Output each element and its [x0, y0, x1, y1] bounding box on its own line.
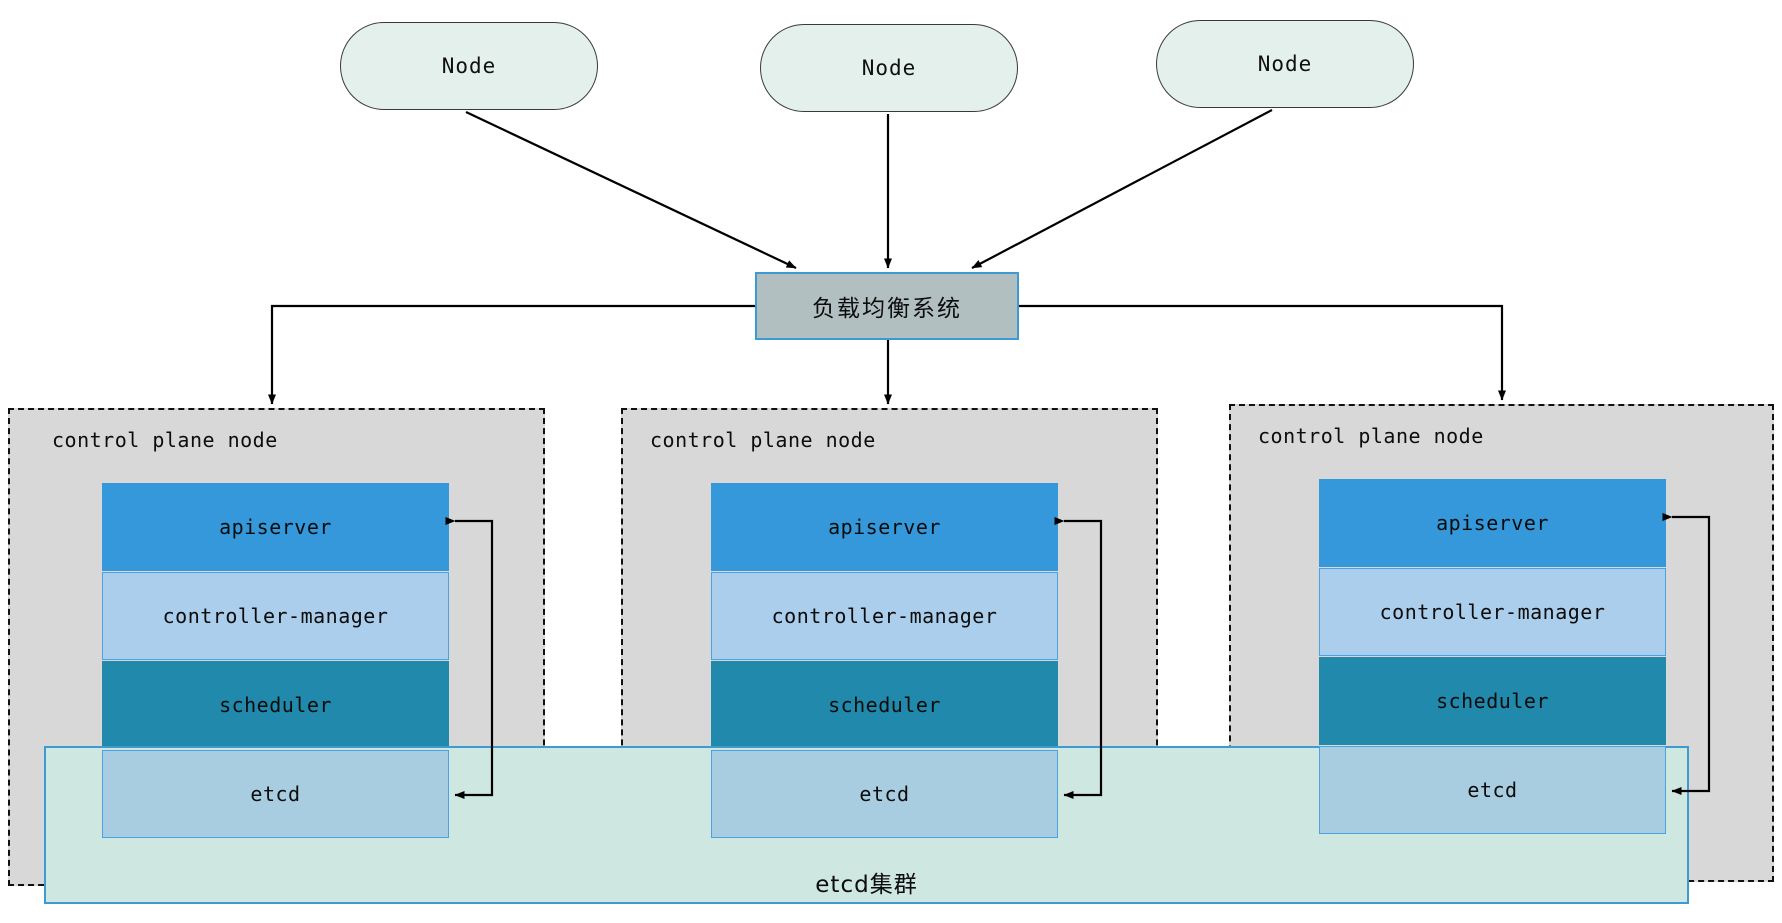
component-label: apiserver: [828, 515, 941, 539]
component-label: etcd: [250, 782, 301, 806]
component-label: scheduler: [1436, 689, 1549, 713]
edge-node1-to-loadbalancer: [465, 111, 797, 269]
component-label: etcd: [1467, 778, 1518, 802]
edge-cp1-apiserver-etcd: [445, 517, 494, 799]
control-plane-2-apiserver[interactable]: apiserver: [711, 483, 1058, 571]
component-label: etcd: [859, 782, 910, 806]
worker-node-2[interactable]: Node: [760, 24, 1018, 112]
load-balancer-label: 负载均衡系统: [812, 296, 962, 322]
control-plane-node-1-label: control plane node: [52, 428, 278, 452]
load-balancer-box[interactable]: 负载均衡系统: [755, 272, 1019, 340]
component-label: apiserver: [219, 515, 332, 539]
worker-node-1[interactable]: Node: [340, 22, 598, 110]
control-plane-3-scheduler[interactable]: scheduler: [1319, 657, 1666, 745]
control-plane-1-controller-manager[interactable]: controller-manager: [102, 572, 449, 660]
edge-cp3-apiserver-etcd: [1662, 513, 1711, 795]
component-label: scheduler: [219, 693, 332, 717]
edge-loadbalancer-to-cp1: [268, 304, 755, 405]
control-plane-1-scheduler[interactable]: scheduler: [102, 661, 449, 749]
component-label: controller-manager: [162, 604, 389, 628]
worker-node-3[interactable]: Node: [1156, 20, 1414, 108]
control-plane-3-apiserver[interactable]: apiserver: [1319, 479, 1666, 567]
control-plane-node-2-label: control plane node: [650, 428, 876, 452]
control-plane-node-3-label: control plane node: [1258, 424, 1484, 448]
component-label: apiserver: [1436, 511, 1549, 535]
edge-cp2-apiserver-etcd: [1054, 517, 1103, 799]
edge-node3-to-loadbalancer: [971, 109, 1273, 269]
worker-node-3-label: Node: [1257, 52, 1313, 76]
component-label: scheduler: [828, 693, 941, 717]
control-plane-2-scheduler[interactable]: scheduler: [711, 661, 1058, 749]
control-plane-3-etcd[interactable]: etcd: [1319, 746, 1666, 834]
control-plane-2-controller-manager[interactable]: controller-manager: [711, 572, 1058, 660]
control-plane-2-etcd[interactable]: etcd: [711, 750, 1058, 838]
worker-node-2-label: Node: [861, 56, 917, 80]
component-label: controller-manager: [771, 604, 998, 628]
etcd-cluster-label: etcd集群: [815, 872, 918, 898]
control-plane-1-etcd[interactable]: etcd: [102, 750, 449, 838]
control-plane-3-controller-manager[interactable]: controller-manager: [1319, 568, 1666, 656]
component-label: controller-manager: [1379, 600, 1606, 624]
worker-node-1-label: Node: [441, 54, 497, 78]
edge-loadbalancer-to-cp3: [1019, 304, 1506, 401]
control-plane-1-apiserver[interactable]: apiserver: [102, 483, 449, 571]
